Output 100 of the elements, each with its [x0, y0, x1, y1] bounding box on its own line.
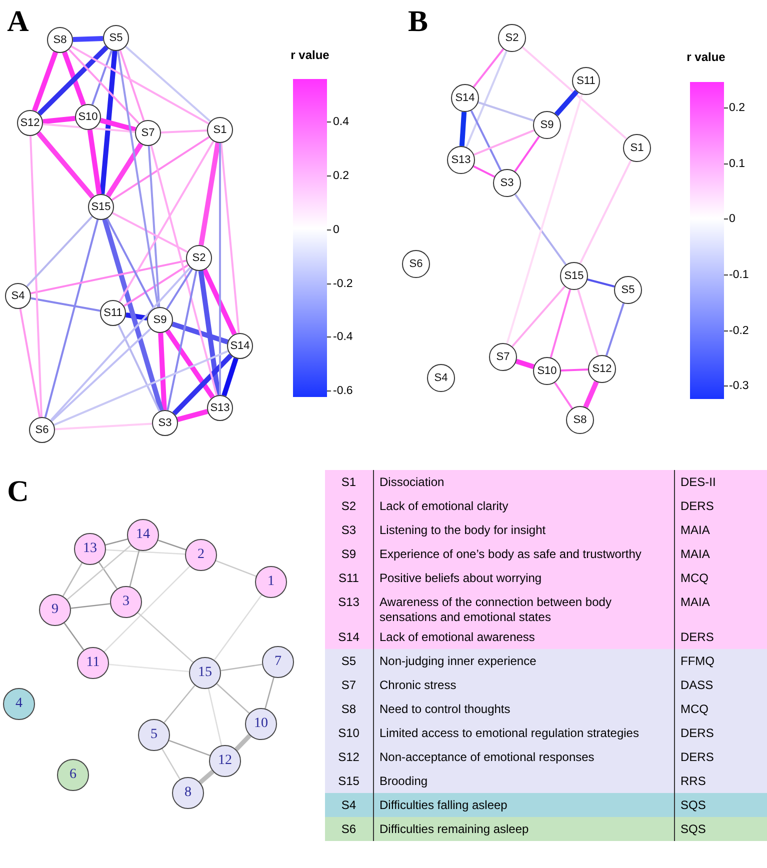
network-edge — [125, 46, 211, 122]
network-edge — [106, 549, 186, 555]
network-node: 8 — [172, 777, 204, 809]
item-code: S3 — [325, 518, 373, 542]
scale-name: DERS — [674, 625, 767, 649]
network-edge — [172, 322, 228, 344]
network-edge — [216, 560, 256, 577]
network-edge — [234, 734, 252, 752]
network-edge — [70, 46, 210, 124]
panel-letter: B — [408, 5, 428, 39]
network-edge — [148, 146, 160, 308]
network-node: S4 — [5, 283, 31, 309]
item-description: Awareness of the connection between body sensations and emotional states — [373, 590, 674, 625]
scale-name: DERS — [674, 721, 767, 745]
item-code: S4 — [325, 793, 373, 817]
network-edge — [108, 664, 190, 672]
network-edge — [123, 264, 189, 307]
tick-label: -0.2 — [333, 278, 353, 290]
network-node: 14 — [127, 519, 159, 551]
network-edge — [514, 136, 540, 172]
network-edge — [42, 116, 76, 124]
scale-name: DES-II — [674, 470, 767, 494]
network-edge — [36, 131, 95, 199]
network-node: S13 — [207, 395, 233, 421]
item-description: Dissociation — [373, 470, 674, 494]
network-node: S12 — [17, 110, 43, 136]
network-node: S7 — [489, 343, 517, 371]
network-node: 3 — [110, 586, 142, 618]
network-edge — [560, 368, 588, 372]
network-edge — [202, 268, 237, 336]
network-edge — [112, 212, 188, 253]
network-node: S2 — [186, 245, 212, 271]
network-node: S11 — [572, 67, 600, 95]
network-edge — [19, 308, 41, 418]
network-edge — [220, 142, 240, 334]
network-edge — [91, 50, 113, 106]
network-node: S6 — [402, 250, 430, 278]
network-edge — [62, 562, 83, 596]
network-edge — [465, 50, 508, 148]
item-code: S13 — [325, 590, 373, 625]
network-edge — [516, 358, 534, 370]
network-edge — [165, 329, 215, 399]
network-node: S9 — [147, 307, 173, 333]
network-node: S9 — [533, 111, 561, 139]
item-code: S12 — [325, 745, 373, 769]
network-node: 1 — [255, 566, 287, 598]
panel-letter: A — [7, 5, 29, 39]
network-node: S4 — [427, 364, 455, 392]
network-node: 13 — [74, 533, 106, 565]
network-edge — [44, 219, 99, 418]
network-edge — [522, 46, 628, 140]
item-description: Chronic stress — [373, 673, 674, 697]
scale-name: RRS — [674, 769, 767, 793]
network-node: S7 — [135, 120, 161, 146]
network-edge — [160, 130, 208, 134]
tick-label: -0.2 — [729, 325, 749, 337]
network-node: S12 — [588, 355, 616, 383]
network-edge — [105, 538, 128, 546]
network-node: S5 — [614, 276, 642, 304]
item-description: Non-acceptance of emotional responses — [373, 745, 674, 769]
tick-label: 0.1 — [729, 158, 745, 170]
network-edge — [117, 50, 159, 308]
network-edge — [158, 332, 167, 410]
tick-label: -0.3 — [729, 380, 749, 392]
network-node: 2 — [185, 539, 217, 571]
item-code: S15 — [325, 769, 373, 793]
network-edge — [550, 289, 572, 358]
network-edge — [219, 143, 221, 395]
network-node: 6 — [57, 759, 89, 791]
scale-name: DERS — [674, 745, 767, 769]
network-edge — [104, 566, 190, 652]
network-edge — [172, 354, 233, 416]
scale-name: FFMQ — [674, 649, 767, 673]
item-description: Experience of one’s body as safe and trustworthy — [373, 542, 674, 566]
scale-name: MAIA — [674, 518, 767, 542]
network-node: 4 — [3, 688, 35, 720]
network-edge — [50, 266, 191, 422]
item-code: S6 — [325, 817, 373, 841]
network-edge — [470, 110, 502, 171]
network-edge — [62, 51, 86, 106]
scale-title: r value — [290, 48, 330, 62]
network-edge — [474, 129, 534, 156]
network-edge — [459, 112, 467, 146]
item-code: S11 — [325, 566, 373, 590]
network-edge — [150, 145, 218, 396]
network-edge — [514, 194, 567, 266]
tick-label: -0.6 — [333, 385, 353, 397]
network-edge — [100, 50, 118, 194]
network-edge — [37, 45, 109, 116]
tick-label: 0.4 — [333, 116, 349, 128]
network-edge — [118, 324, 160, 412]
network-edge — [111, 136, 210, 201]
scale-title: r value — [686, 50, 726, 64]
tick-label: -0.4 — [333, 331, 353, 343]
item-code: S1 — [325, 470, 373, 494]
network-node: 11 — [77, 647, 109, 679]
item-description: Lack of emotional clarity — [373, 494, 674, 518]
item-description: Limited access to emotional regulation strategies — [373, 721, 674, 745]
network-edge — [54, 350, 228, 426]
network-edge — [129, 550, 140, 587]
